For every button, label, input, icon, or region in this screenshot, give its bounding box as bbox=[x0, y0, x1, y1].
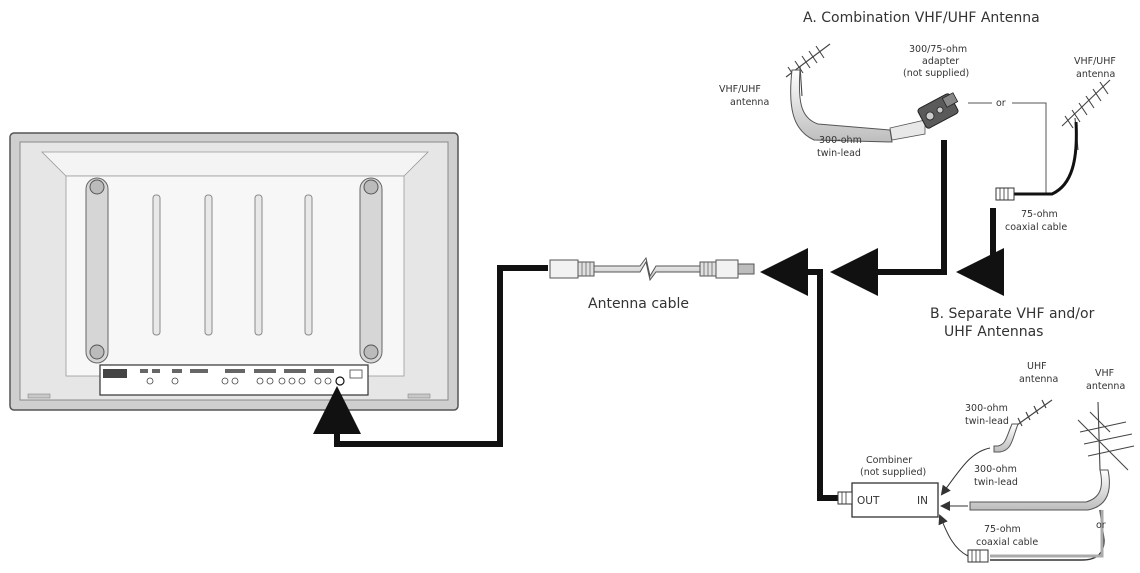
adapter-label-2: adapter bbox=[922, 56, 959, 67]
section-a-twin-lead-label-1: 300-ohm bbox=[819, 135, 862, 146]
section-b-coax-label-2: coaxial cable bbox=[976, 537, 1038, 548]
section-b-twin-lead-2: 300-ohm twin-lead bbox=[969, 464, 1110, 511]
tv-connector-panel bbox=[99, 364, 369, 396]
tv-left-rail bbox=[85, 177, 109, 364]
section-a-right-antenna-label-2: antenna bbox=[1076, 69, 1115, 80]
section-a-twin-lead-label-2: twin-lead bbox=[817, 148, 861, 159]
section-b-twin-lead-1-label: 300-ohm twin-lead bbox=[965, 403, 1009, 427]
uhf-antenna-label-1: UHF bbox=[1027, 361, 1047, 372]
section-b-coax: or 75-ohm coaxial cable bbox=[967, 509, 1106, 563]
twin-lead-1-label-2: twin-lead bbox=[965, 416, 1009, 427]
section-a-left-antenna-label-1: VHF/UHF bbox=[719, 84, 761, 95]
section-a-right-antenna-label-1: VHF/UHF bbox=[1074, 56, 1116, 67]
section-a-coax-label-2: coaxial cable bbox=[1005, 222, 1067, 233]
tv-antenna-input-jack bbox=[335, 376, 345, 386]
uhf-antenna-label-2: antenna bbox=[1019, 374, 1058, 385]
section-a-left-antenna-label-2: antenna bbox=[730, 97, 769, 108]
combiner: Combiner (not supplied) OUT IN bbox=[837, 455, 939, 518]
section-b-uhf-antenna: UHF antenna bbox=[993, 361, 1058, 453]
connection-path-from-coax-a bbox=[956, 208, 1004, 296]
tv-back-panel bbox=[9, 132, 459, 411]
connection-path-from-adapter bbox=[830, 140, 947, 296]
combiner-in-label: IN bbox=[917, 495, 928, 507]
section-a-adapter: 300/75-ohm adapter (not supplied) bbox=[889, 44, 969, 141]
section-b-or-label: or bbox=[1096, 520, 1106, 531]
connection-path-to-tv bbox=[313, 265, 548, 447]
adapter-label-1: 300/75-ohm bbox=[909, 44, 967, 55]
twin-lead-2-label-1: 300-ohm bbox=[974, 464, 1017, 475]
antenna-cable: Antenna cable bbox=[549, 256, 755, 312]
section-a-twin-lead-label: 300-ohm twin-lead bbox=[817, 135, 862, 159]
vhf-antenna-label-2: antenna bbox=[1086, 381, 1125, 392]
section-b-input-arrows bbox=[938, 447, 991, 557]
section-b-vhf-antenna: VHF antenna bbox=[1077, 368, 1135, 471]
antenna-cable-label: Antenna cable bbox=[588, 296, 689, 312]
section-a-title: A. Combination VHF/UHF Antenna bbox=[803, 10, 1040, 26]
section-a-left-antenna: VHF/UHF antenna bbox=[719, 43, 893, 143]
section-a-right-antenna: VHF/UHF antenna bbox=[995, 56, 1116, 201]
section-a-or-connector: or bbox=[968, 98, 1047, 193]
vhf-antenna-label-1: VHF bbox=[1095, 368, 1114, 379]
section-b-title-1: B. Separate VHF and/or bbox=[930, 306, 1095, 322]
section-a-or-label: or bbox=[996, 98, 1006, 109]
twin-lead-1-label-1: 300-ohm bbox=[965, 403, 1008, 414]
section-a-coax-label: 75-ohm coaxial cable bbox=[1005, 209, 1067, 233]
tv-right-rail bbox=[359, 177, 383, 364]
section-a-coax-label-1: 75-ohm bbox=[1021, 209, 1058, 220]
section-b-title-2: UHF Antennas bbox=[944, 324, 1043, 340]
combiner-out-label: OUT bbox=[857, 495, 880, 507]
twin-lead-2-label-2: twin-lead bbox=[974, 477, 1018, 488]
connection-path-from-combiner bbox=[760, 248, 838, 501]
adapter-label-3: (not supplied) bbox=[903, 68, 969, 79]
section-b-coax-label-1: 75-ohm bbox=[984, 524, 1021, 535]
combiner-label-2: (not supplied) bbox=[860, 467, 926, 478]
tv-vents bbox=[152, 194, 313, 336]
combiner-label-1: Combiner bbox=[866, 455, 912, 466]
